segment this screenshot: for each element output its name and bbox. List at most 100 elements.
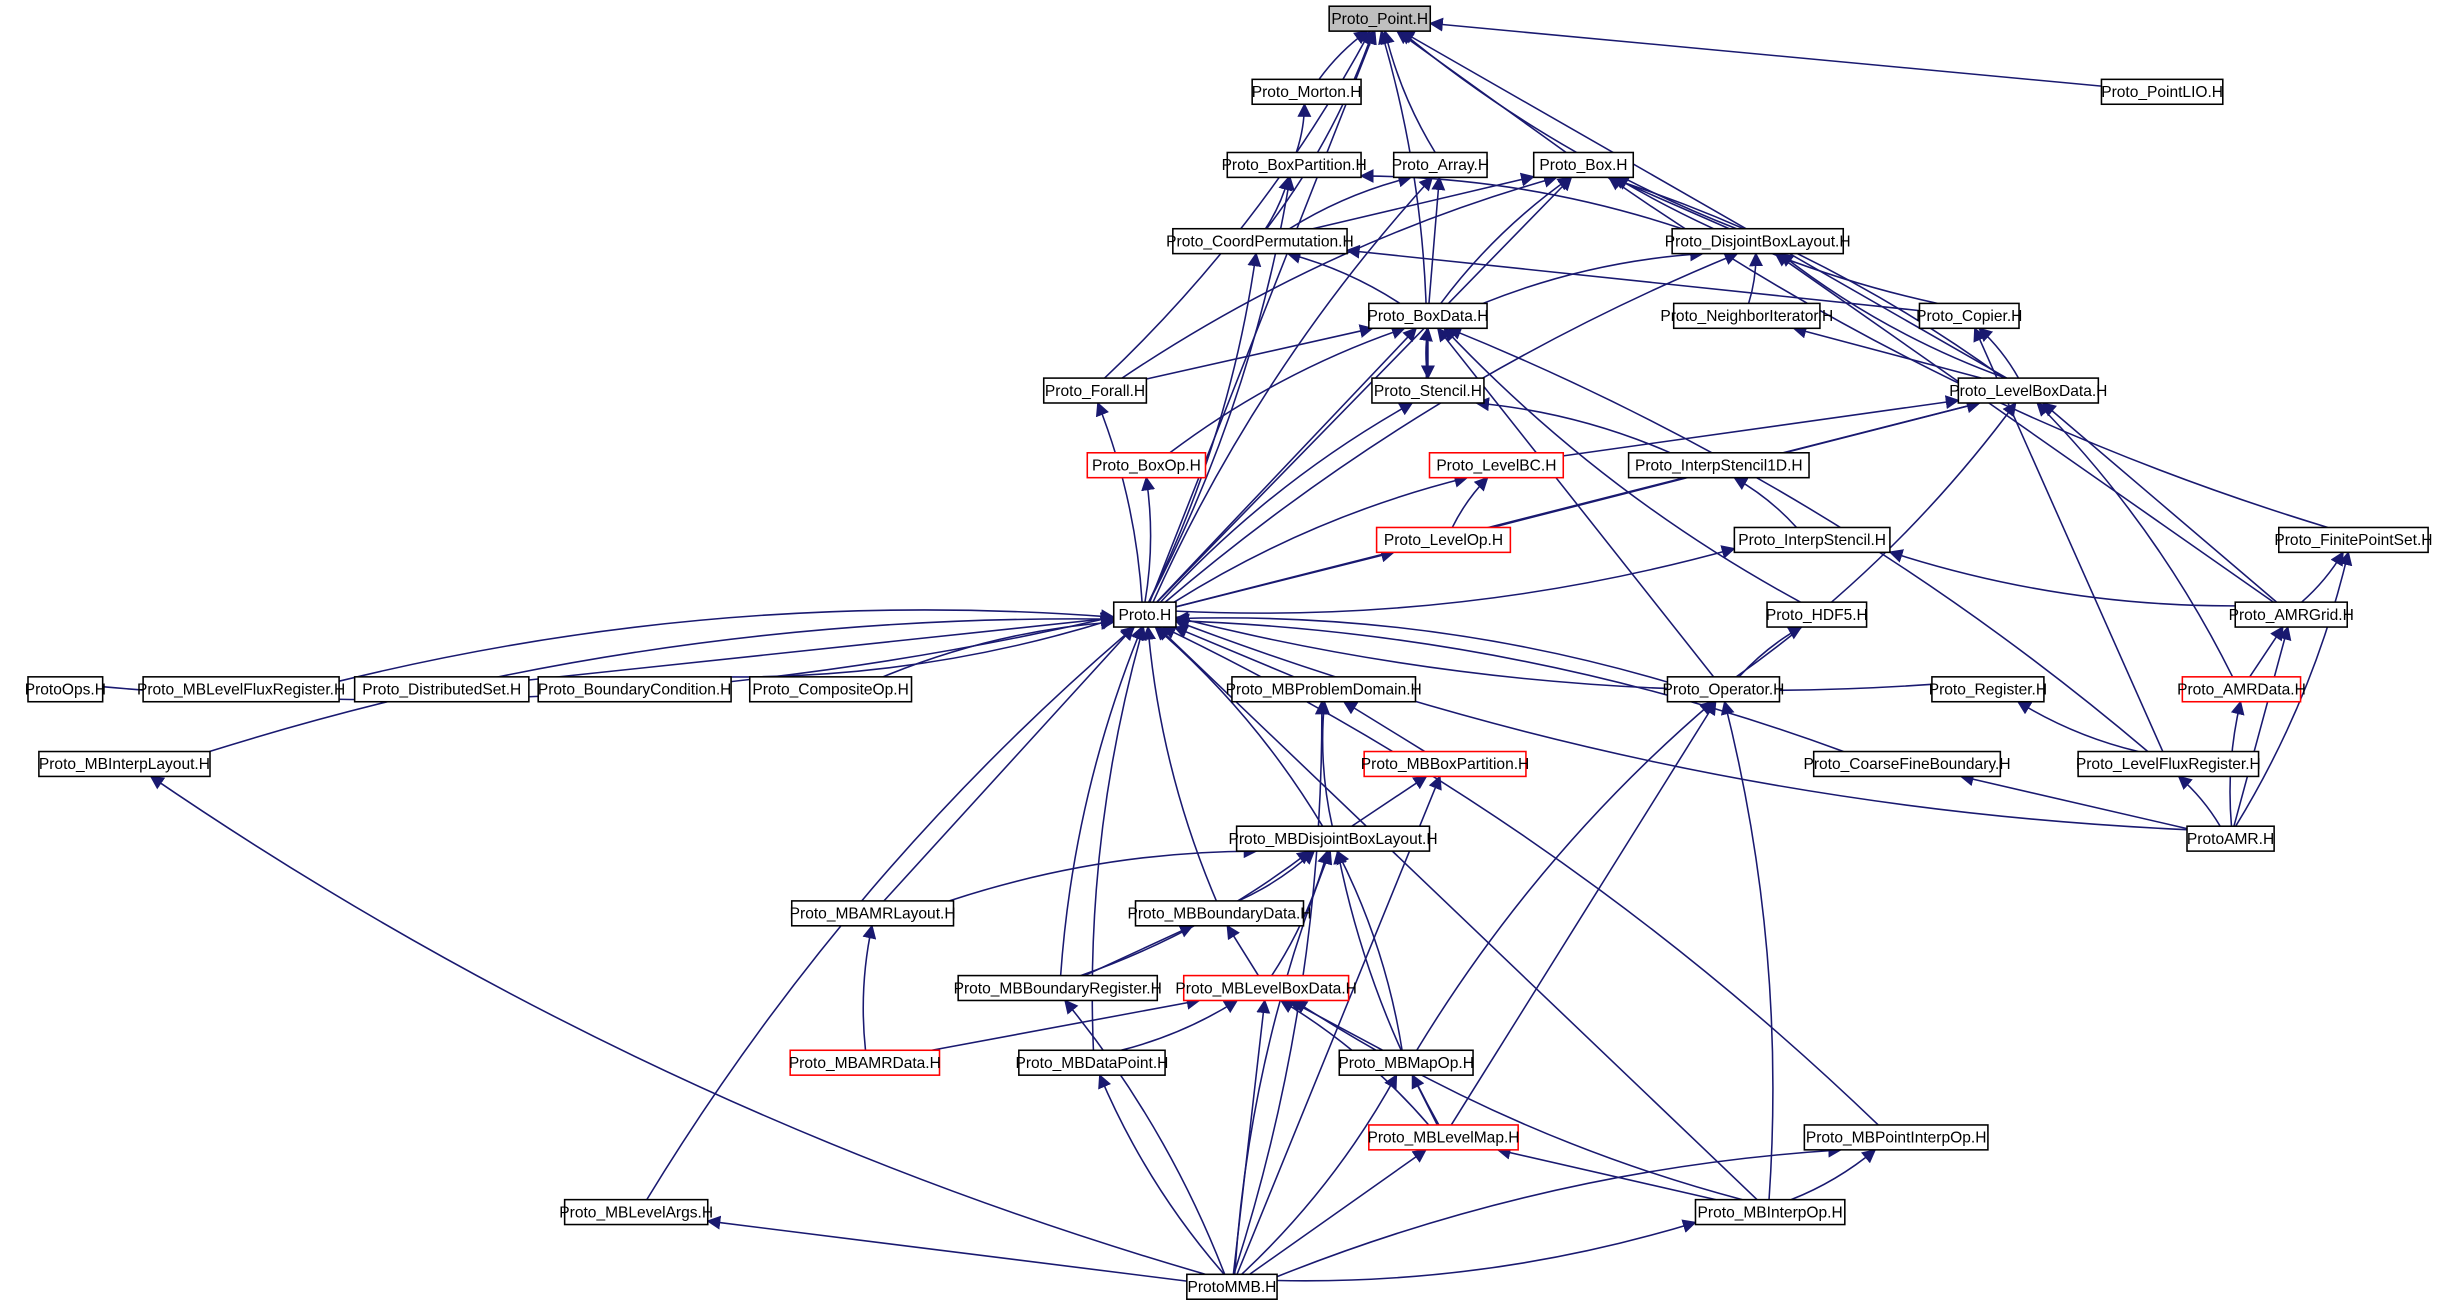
graph-node-boxpartition[interactable]: Proto_BoxPartition.H <box>1222 151 1367 179</box>
graph-node-protoamr[interactable]: ProtoAMR.H <box>2186 825 2275 852</box>
graph-node-bc[interactable]: Proto_BoundaryCondition.H <box>537 676 732 703</box>
dependency-edge <box>1173 625 1295 678</box>
graph-node-boxdata[interactable]: Proto_BoxData.H <box>1367 302 1488 330</box>
dependency-edge <box>1342 701 1426 753</box>
graph-node-levelop[interactable]: Proto_LevelOp.H <box>1375 526 1512 554</box>
graph-node-mbio[interactable]: Proto_MBInterpOp.H <box>1694 1198 1846 1226</box>
node-box <box>353 676 530 703</box>
node-box <box>1666 676 1781 703</box>
graph-node-mbamrlayout[interactable]: Proto_MBAMRLayout.H <box>790 900 956 927</box>
graph-node-interp1d[interactable]: Proto_InterpStencil1D.H <box>1627 452 1810 479</box>
graph-node-array[interactable]: Proto_Array.H <box>1392 151 1489 179</box>
graph-node-forall[interactable]: Proto_Forall.H <box>1042 377 1148 404</box>
graph-node-mbamrdata[interactable]: Proto_MBAMRData.H <box>789 1049 941 1076</box>
graph-node-mblm[interactable]: Proto_MBLevelMap.H <box>1367 1124 1520 1151</box>
graph-node-mbbp[interactable]: Proto_MBBoxPartition.H <box>1361 750 1529 778</box>
dependency-edge <box>1098 1073 1225 1275</box>
node-box <box>1042 377 1148 404</box>
dependency-edge <box>1276 1143 1843 1278</box>
graph-node-lfr[interactable]: Proto_LevelFluxRegister.H <box>2076 750 2261 778</box>
graph-node-boxop[interactable]: Proto_BoxOp.H <box>1086 452 1207 479</box>
graph-node-mblbd[interactable]: Proto_MBLevelBoxData.H <box>1175 974 1357 1002</box>
node-box <box>1172 227 1348 255</box>
node-label: Proto_MBLevelBoxData.H <box>1175 980 1356 997</box>
node-box <box>1134 900 1305 927</box>
graph-node-mbpd[interactable]: Proto_MBProblemDomain.H <box>1226 676 1422 703</box>
graph-node-mbla[interactable]: Proto_MBLevelArgs.H <box>559 1198 713 1226</box>
node-label: ProtoOps.H <box>25 682 106 699</box>
graph-node-mbdbl[interactable]: Proto_MBDisjointBoxLayout.H <box>1229 825 1438 852</box>
dependency-edge <box>1381 29 1436 153</box>
node-label: Proto_MBInterpLayout.H <box>39 756 210 773</box>
dependency-edge <box>1277 1219 1697 1282</box>
dependency-edge <box>1142 625 1218 902</box>
graph-node-mbbd[interactable]: Proto_MBBoundaryData.H <box>1127 900 1312 927</box>
node-label: Proto_CompositeOp.H <box>752 682 908 699</box>
node-label: Proto_DistributedSet.H <box>362 682 521 699</box>
node-label: Proto_Forall.H <box>1045 383 1145 400</box>
node-label: Proto_MBLevelFluxRegister.H <box>137 682 345 699</box>
graph-node-proto[interactable]: Proto.H <box>1112 601 1177 628</box>
dependency-edge <box>1888 549 2236 607</box>
graph-node-interp[interactable]: Proto_InterpStencil.H <box>1733 526 1891 554</box>
graph-node-mbmapop[interactable]: Proto_MBMapOp.H <box>1338 1049 1474 1076</box>
dependency-edge <box>1416 700 1714 1051</box>
dependency-edge <box>1443 327 1801 603</box>
dependency-edge <box>1156 327 1418 603</box>
graph-node-morton[interactable]: Proto_Morton.H <box>1251 78 1362 106</box>
node-box <box>957 974 1159 1002</box>
dependency-edge <box>1295 102 1312 153</box>
dependency-edge <box>1336 849 1403 1051</box>
graph-node-mbil[interactable]: Proto_MBInterpLayout.H <box>38 750 211 778</box>
graph-node-coordperm[interactable]: Proto_CoordPermutation.H <box>1166 227 1354 255</box>
node-label: Proto_MBDataPoint.H <box>1015 1055 1168 1072</box>
graph-node-box[interactable]: Proto_Box.H <box>1532 151 1635 179</box>
node-box <box>2181 676 2302 703</box>
dependency-edge <box>1249 1149 1428 1275</box>
node-label: Proto_LevelFluxRegister.H <box>2076 756 2261 773</box>
graph-node-protoops[interactable]: ProtoOps.H <box>25 676 106 703</box>
node-box <box>1251 78 1362 106</box>
graph-node-mblfr[interactable]: Proto_MBLevelFluxRegister.H <box>137 676 345 703</box>
graph-node-mbbr[interactable]: Proto_MBBoundaryRegister.H <box>954 974 1162 1002</box>
node-box <box>2100 78 2224 106</box>
graph-node-mbdp[interactable]: Proto_MBDataPoint.H <box>1015 1049 1168 1076</box>
dependency-edge <box>1064 999 1226 1275</box>
dependency-edge <box>1959 772 2188 830</box>
graph-node-neighbor[interactable]: Proto_NeighborIterator.H <box>1660 302 1833 330</box>
graph-node-fps[interactable]: Proto_FinitePointSet.H <box>2274 526 2433 554</box>
graph-node-levelbc[interactable]: Proto_LevelBC.H <box>1428 452 1565 479</box>
node-label: Proto_AMRData.H <box>2177 682 2306 699</box>
graph-node-copier[interactable]: Proto_Copier.H <box>1916 302 2022 330</box>
node-label: Proto_Stencil.H <box>1374 383 1482 400</box>
graph-node-amrgrid[interactable]: Proto_AMRGrid.H <box>2229 601 2354 628</box>
graph-node-stencil[interactable]: Proto_Stencil.H <box>1371 377 1485 404</box>
graph-node-register[interactable]: Proto_Register.H <box>1929 676 2047 703</box>
graph-node-hdf5[interactable]: Proto_HDF5.H <box>1766 601 1868 628</box>
graph-node-mbpio[interactable]: Proto_MBPointInterpOp.H <box>1803 1124 1989 1151</box>
dependency-edge <box>2249 625 2284 678</box>
graph-node-dbl[interactable]: Proto_DisjointBoxLayout.H <box>1665 227 1851 255</box>
dependency-edge <box>1159 402 1414 603</box>
graph-node-cfb[interactable]: Proto_CoarseFineBoundary.H <box>1803 750 2011 778</box>
dependency-edge <box>931 995 1201 1052</box>
graph-node-protommb[interactable]: ProtoMMB.H <box>1186 1273 1278 1300</box>
node-box <box>1428 452 1565 479</box>
graph-node-distset[interactable]: Proto_DistributedSet.H <box>353 676 530 703</box>
dependency-edge <box>1154 626 1324 827</box>
graph-node-compop[interactable]: Proto_CompositeOp.H <box>748 676 913 703</box>
graph-node-point[interactable]: Proto_Point.H <box>1328 5 1432 32</box>
node-label: Proto_MBInterpOp.H <box>1698 1204 1843 1221</box>
graph-node-amrdata[interactable]: Proto_AMRData.H <box>2177 676 2306 703</box>
node-label: Proto_MBPointInterpOp.H <box>1806 1130 1987 1147</box>
node-box <box>38 750 211 778</box>
node-label: Proto_PointLIO.H <box>2101 84 2223 101</box>
node-box <box>2186 825 2275 852</box>
dependency-edge <box>1149 29 1377 603</box>
node-box <box>1182 974 1350 1002</box>
node-label: ProtoMMB.H <box>1187 1279 1276 1296</box>
graph-node-operator[interactable]: Proto_Operator.H <box>1663 676 1785 703</box>
graph-node-lbd[interactable]: Proto_LevelBoxData.H <box>1949 377 2107 404</box>
graph-node-pointlio[interactable]: Proto_PointLIO.H <box>2100 78 2224 106</box>
